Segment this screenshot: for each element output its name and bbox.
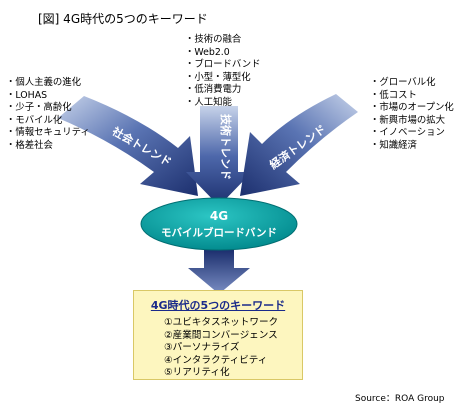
list-item: ・モバイル化 — [6, 114, 63, 126]
figure-title: [図] 4G時代の5つのキーワード — [38, 12, 208, 26]
econ-trend-arrow — [240, 94, 358, 196]
tech-trend-label: 技術トレンド — [219, 114, 233, 180]
list-item: ・情報セキュリティ — [6, 127, 90, 139]
social-trend-list: ・個人主義の進化 ・LOHAS ・少子・高齢化 ・モバイル化 ・情報セキュリティ… — [6, 77, 90, 153]
list-item: ・新興市場の拡大 — [370, 114, 446, 126]
list-item: ③パーソナライズ — [164, 342, 240, 354]
list-item: ・LOHAS — [6, 89, 48, 101]
list-item: ・イノベーション — [370, 127, 445, 139]
center-4g: 4G — [210, 209, 228, 223]
center-mobile-broadband: モバイルブロードバンド — [161, 226, 277, 239]
list-item: ・ブロードバンド — [185, 59, 261, 71]
down-arrow — [188, 250, 250, 294]
list-item: ④インタラクティビティ — [164, 354, 268, 366]
center-ellipse — [140, 197, 298, 251]
list-item: ②産業間コンバージェンス — [164, 329, 278, 341]
keywords-list: ①ユビキタスネットワーク ②産業間コンバージェンス ③パーソナライズ ④インタラ… — [164, 317, 278, 380]
list-item: ・Web2.0 — [185, 46, 230, 58]
econ-trend-list: ・グローバル化 ・低コスト ・市場のオープン化 ・新興市場の拡大 ・イノベーショ… — [370, 77, 454, 153]
list-item: ・低消費電力 — [185, 84, 242, 96]
keywords-box: 4G時代の5つのキーワード ①ユビキタスネットワーク ②産業間コンバージェンス … — [133, 290, 303, 380]
list-item: ・技術の融合 — [185, 34, 242, 45]
tech-trend-arrow — [186, 106, 252, 206]
list-item: ・少子・高齢化 — [6, 102, 72, 114]
list-item: ①ユビキタスネットワーク — [164, 317, 279, 328]
keywords-title: 4G時代の5つのキーワード — [150, 299, 286, 312]
list-item: ・人工知能 — [185, 96, 232, 108]
source-note: Source：ROA Group — [355, 394, 445, 404]
social-trend-arrow — [58, 96, 198, 196]
list-item: ・小型・薄型化 — [185, 71, 251, 83]
list-item: ・格差社会 — [6, 139, 53, 151]
list-item: ⑤リアリティ化 — [164, 367, 230, 379]
list-item: ・市場のオープン化 — [370, 102, 454, 114]
list-item: ・低コスト — [370, 89, 417, 101]
list-item: ・個人主義の進化 — [6, 77, 82, 88]
tech-trend-list: ・技術の融合 ・Web2.0 ・ブロードバンド ・小型・薄型化 ・低消費電力 ・… — [185, 34, 260, 110]
list-item: ・知識経済 — [370, 139, 417, 151]
list-item: ・グローバル化 — [370, 77, 436, 88]
